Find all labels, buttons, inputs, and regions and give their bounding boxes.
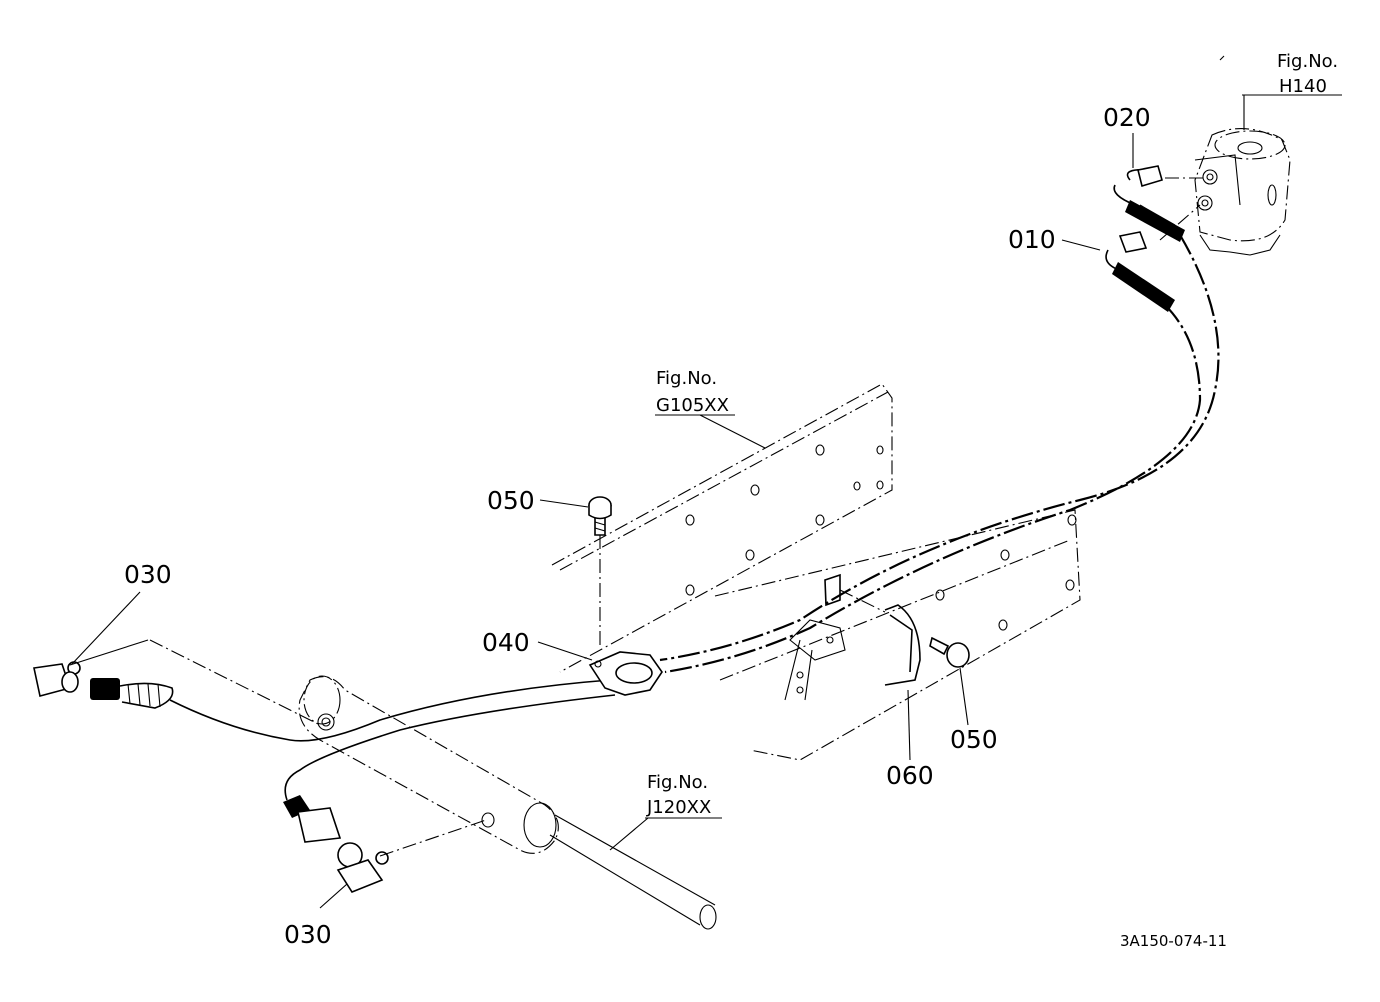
- cylinder-phantom: [298, 675, 717, 930]
- steering-unit: [1194, 55, 1291, 256]
- hose-assembly: [169, 184, 1220, 801]
- callout-030-lower: 030: [284, 920, 332, 949]
- leader-phantom-lines: [149, 177, 1205, 857]
- callout-040: 040: [482, 628, 530, 657]
- document-code: 3A150-074-11: [1120, 932, 1227, 950]
- callout-050-top: 050: [487, 486, 535, 515]
- callout-010: 010: [1008, 225, 1056, 254]
- fig-ref-g105-prefix: Fig.No.: [656, 368, 717, 389]
- bracket-060: [824, 573, 921, 686]
- fig-ref-j120-prefix: Fig.No.: [647, 772, 708, 793]
- callout-030-upper: 030: [124, 560, 172, 589]
- fitting-030-upper: [33, 661, 174, 709]
- callout-020: 020: [1103, 103, 1151, 132]
- bolt-050-top: [588, 496, 612, 536]
- callout-leaders: [69, 94, 1342, 909]
- fig-ref-g105-code: G105XX: [656, 395, 729, 416]
- bolt-050-right: [929, 636, 970, 668]
- fitting-010: [1112, 231, 1175, 312]
- fig-ref-h140-prefix: Fig.No.: [1277, 51, 1338, 72]
- fig-ref-j120-code: J120XX: [646, 797, 711, 818]
- fitting-020: [1125, 165, 1185, 242]
- clamp-040: [588, 651, 663, 696]
- callout-060: 060: [886, 761, 934, 790]
- fig-ref-h140-code: H140: [1279, 76, 1327, 97]
- frame-plate-phantom: [551, 383, 1081, 761]
- fitting-030-lower: [283, 795, 389, 893]
- callout-050-right: 050: [950, 725, 998, 754]
